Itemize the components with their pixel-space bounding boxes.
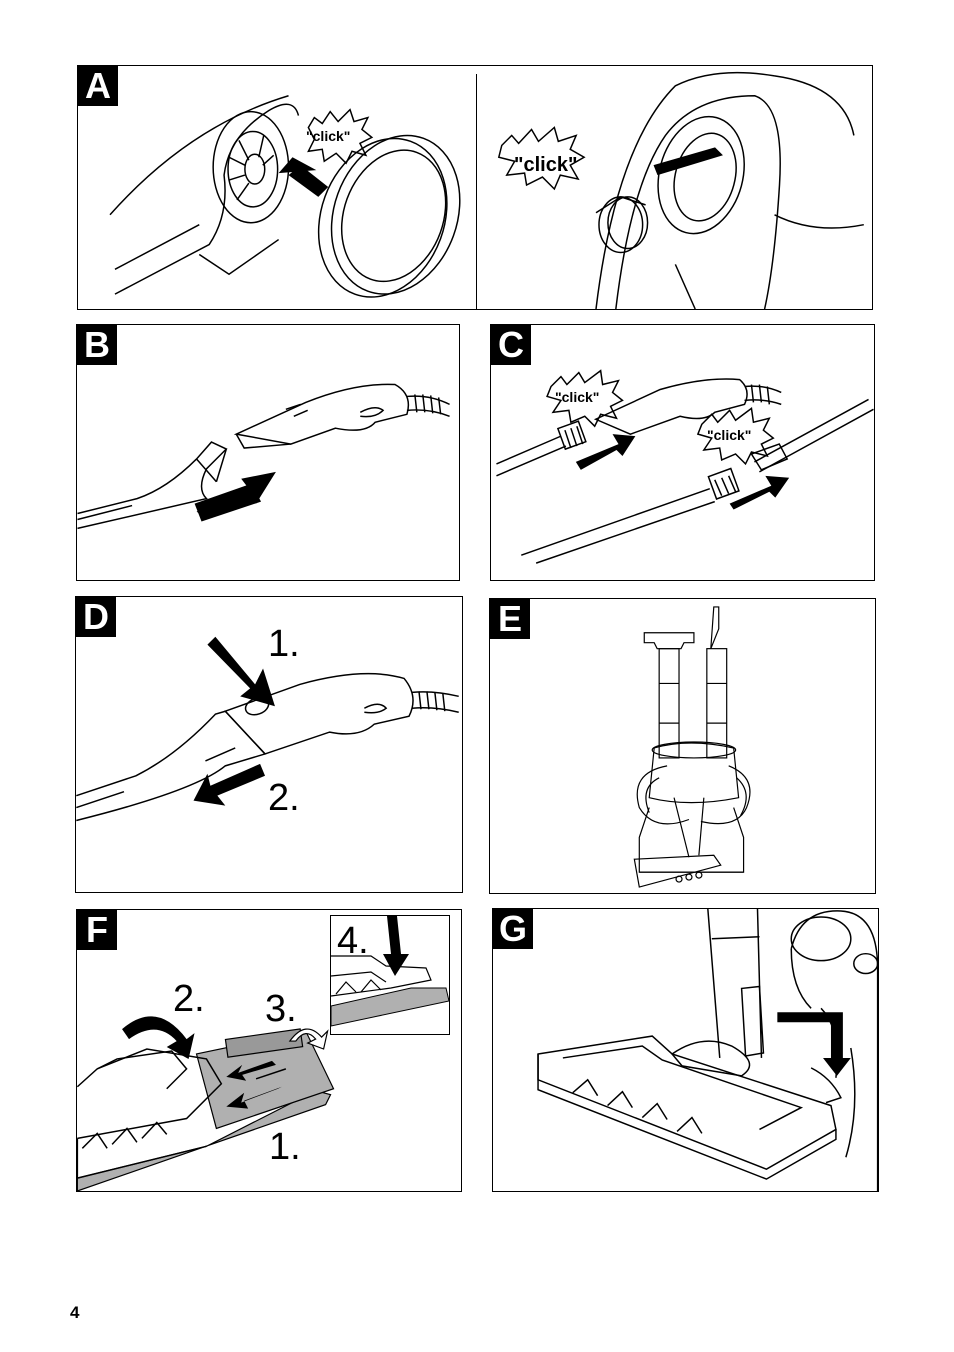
panel-f-step-1: 1. xyxy=(269,1126,301,1168)
panel-d: D 1. 2. xyxy=(75,596,463,893)
panel-e: E xyxy=(489,598,876,894)
panel-c-illustration xyxy=(496,369,874,564)
panel-f-step-4: 4. xyxy=(337,920,369,962)
panel-a-divider xyxy=(476,74,477,309)
panel-f-step-2: 2. xyxy=(173,978,205,1020)
panel-b-letter: B xyxy=(77,325,117,365)
panel-f-illustration xyxy=(77,1016,335,1191)
panel-f-step-3: 3. xyxy=(265,988,297,1030)
panel-f-inset-illustration xyxy=(331,916,449,1027)
panel-f: F 4. 2. 3. 1. xyxy=(76,909,462,1192)
panel-g: G xyxy=(492,908,879,1192)
panel-b: B xyxy=(76,324,460,581)
panel-a-click-left: "click" xyxy=(306,128,351,144)
panel-a: A xyxy=(77,65,873,310)
panel-g-letter: G xyxy=(493,909,533,949)
panel-d-illustration xyxy=(76,636,459,822)
panel-e-letter: E xyxy=(490,599,530,639)
panel-d-step-2: 2. xyxy=(268,777,300,819)
panel-f-letter: F xyxy=(77,910,117,950)
panel-c-click-bottom: "click" xyxy=(707,427,752,443)
panel-a-letter: A xyxy=(78,66,118,106)
panel-a-illustration xyxy=(109,71,864,309)
panel-c-letter: C xyxy=(491,325,531,365)
panel-d-step-1: 1. xyxy=(268,623,300,665)
panel-b-illustration xyxy=(77,383,450,530)
panel-e-illustration xyxy=(633,606,751,888)
panel-d-letter: D xyxy=(76,597,116,637)
panel-c: C "click" "click" xyxy=(490,324,875,581)
page-number: 4 xyxy=(70,1303,80,1322)
panel-f-inset xyxy=(330,915,450,1035)
panel-g-illustration xyxy=(537,909,878,1191)
panel-c-click-top: "click" xyxy=(555,389,600,405)
panel-a-click-right: "click" xyxy=(514,154,578,176)
